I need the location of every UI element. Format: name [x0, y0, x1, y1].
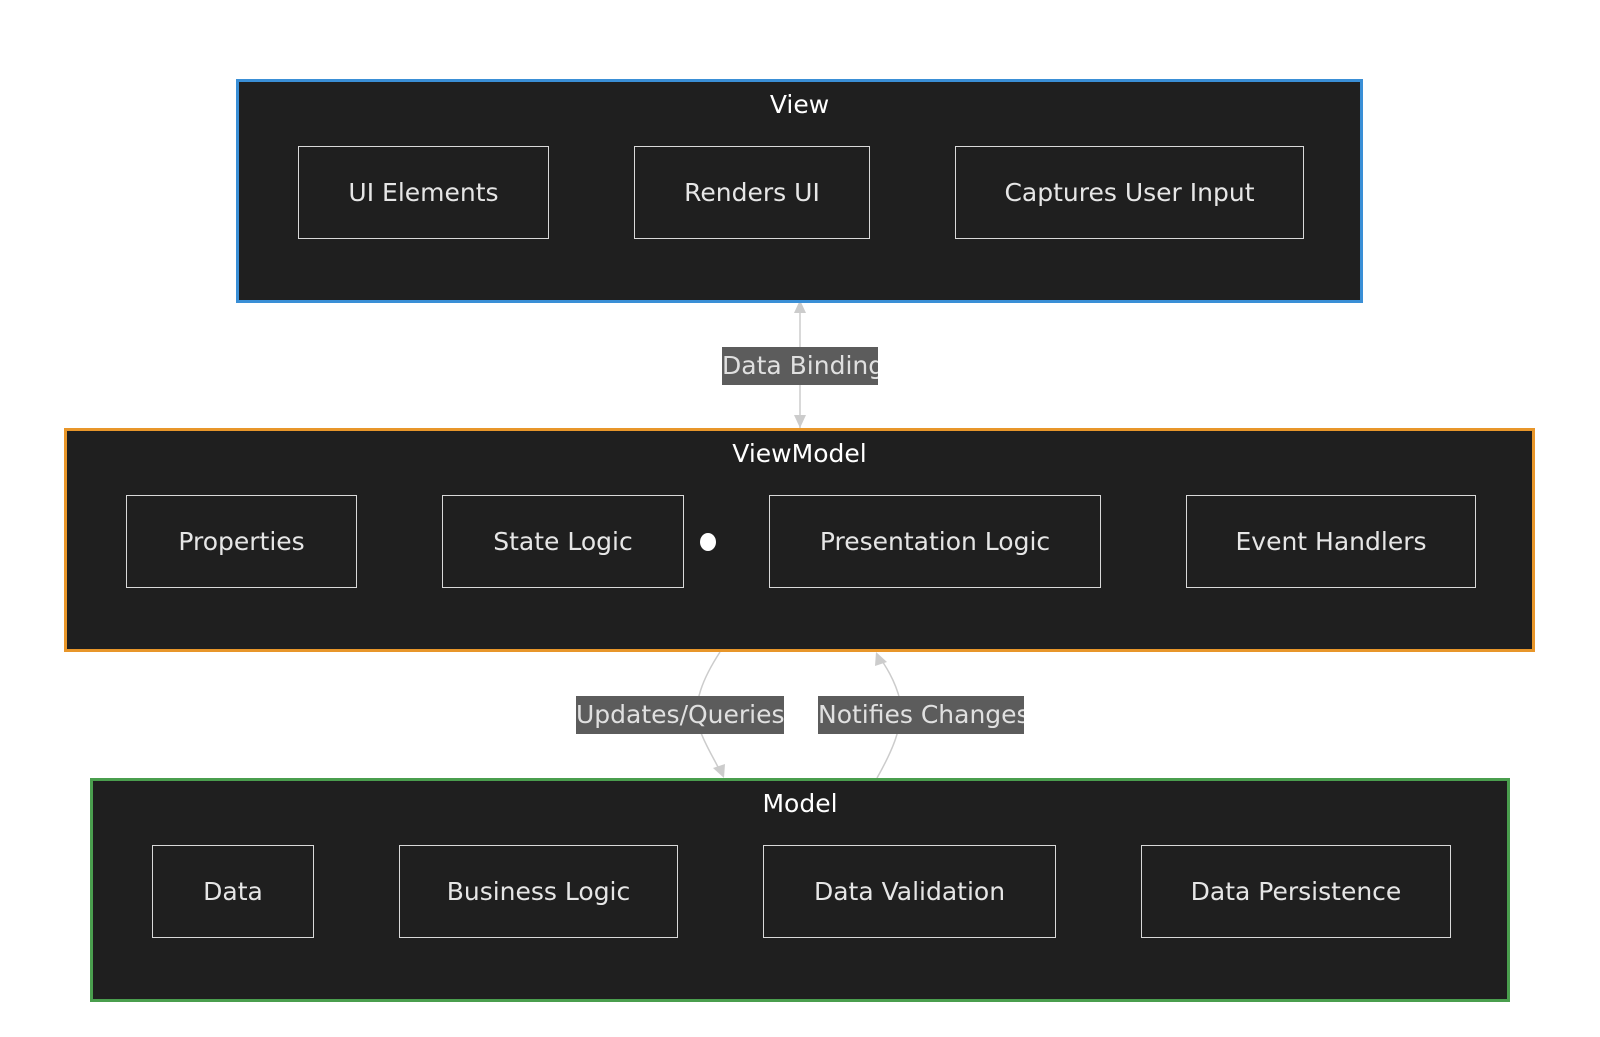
node-captures-user-input[interactable]: Captures User Input — [955, 146, 1304, 239]
edge-label-notifies-changes: Notifies Changes — [818, 696, 1024, 734]
model-layer-title: Model — [762, 789, 838, 818]
arrowhead-up-view — [794, 300, 806, 313]
view-layer-title: View — [769, 90, 830, 119]
arrowhead-down-viewmodel — [794, 415, 806, 428]
node-properties[interactable]: Properties — [126, 495, 357, 588]
node-state-logic[interactable]: State Logic — [442, 495, 684, 588]
node-data[interactable]: Data — [152, 845, 314, 938]
arrowhead-up-viewmodel — [875, 652, 887, 666]
node-presentation-logic[interactable]: Presentation Logic — [769, 495, 1101, 588]
node-ui-elements[interactable]: UI Elements — [298, 146, 549, 239]
node-data-persistence[interactable]: Data Persistence — [1141, 845, 1451, 938]
view-layer: View UI Elements Renders UI Captures Use… — [236, 79, 1363, 303]
connector-dot — [700, 533, 716, 551]
node-event-handlers[interactable]: Event Handlers — [1186, 495, 1476, 588]
viewmodel-layer-title: ViewModel — [732, 439, 867, 468]
node-data-validation[interactable]: Data Validation — [763, 845, 1056, 938]
edge-label-data-binding: Data Binding — [722, 347, 878, 385]
edge-label-updates-queries: Updates/Queries — [576, 696, 784, 734]
arrowhead-down-model — [713, 764, 725, 778]
node-business-logic[interactable]: Business Logic — [399, 845, 678, 938]
model-layer: Model Data Business Logic Data Validatio… — [90, 778, 1510, 1002]
node-renders-ui[interactable]: Renders UI — [634, 146, 870, 239]
viewmodel-layer: ViewModel Properties State Logic Present… — [64, 428, 1535, 652]
